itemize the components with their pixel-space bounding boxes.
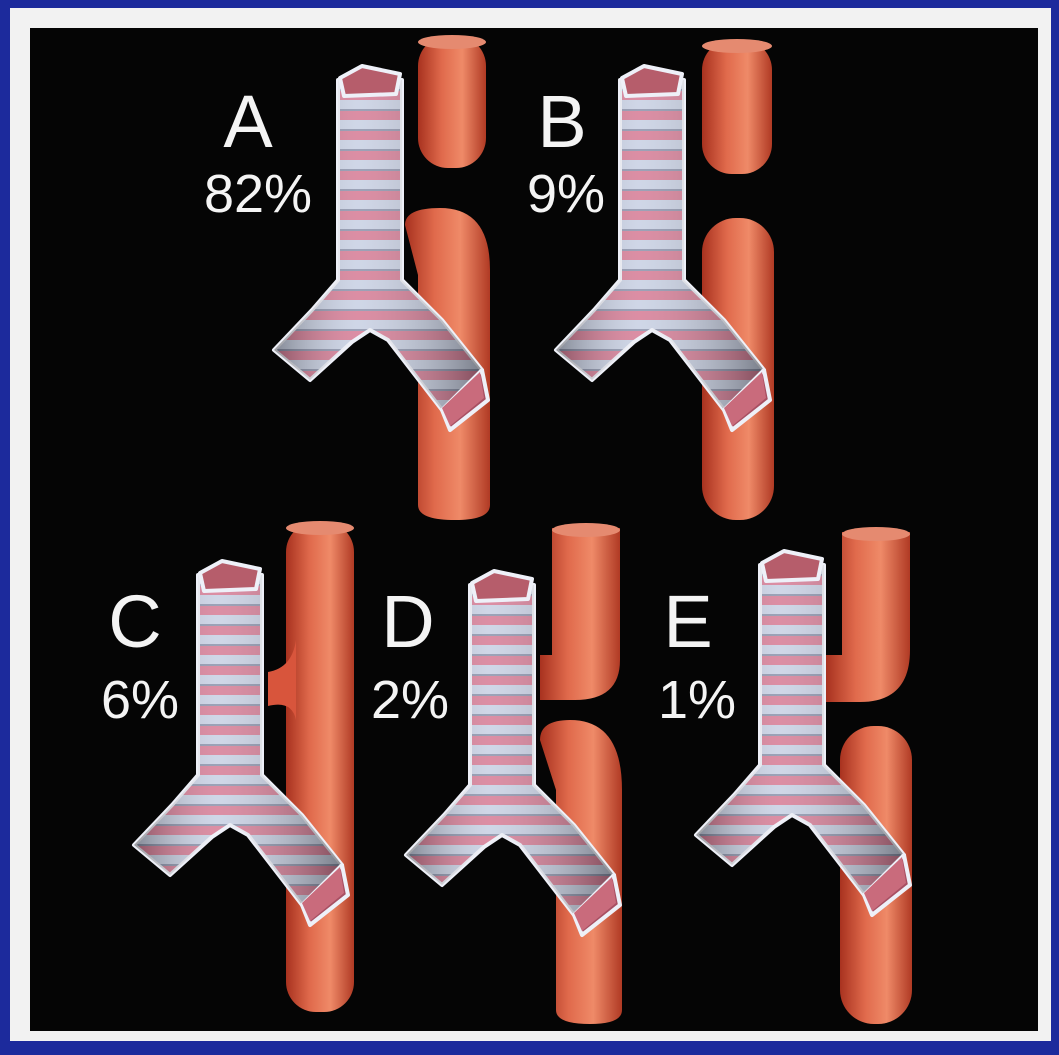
panel-letter: A xyxy=(223,80,273,163)
panel-letter: C xyxy=(108,580,161,663)
panel-letter: D xyxy=(381,580,434,663)
panel-percent: 9% xyxy=(527,164,605,224)
aorta-vessel xyxy=(702,39,774,520)
panel-letter: B xyxy=(537,80,586,163)
panel-percent: 1% xyxy=(658,670,736,730)
panel-percent: 82% xyxy=(204,164,312,224)
panel-percent: 6% xyxy=(101,670,179,730)
panel-percent: 2% xyxy=(371,670,449,730)
panel-letter: E xyxy=(663,580,712,663)
